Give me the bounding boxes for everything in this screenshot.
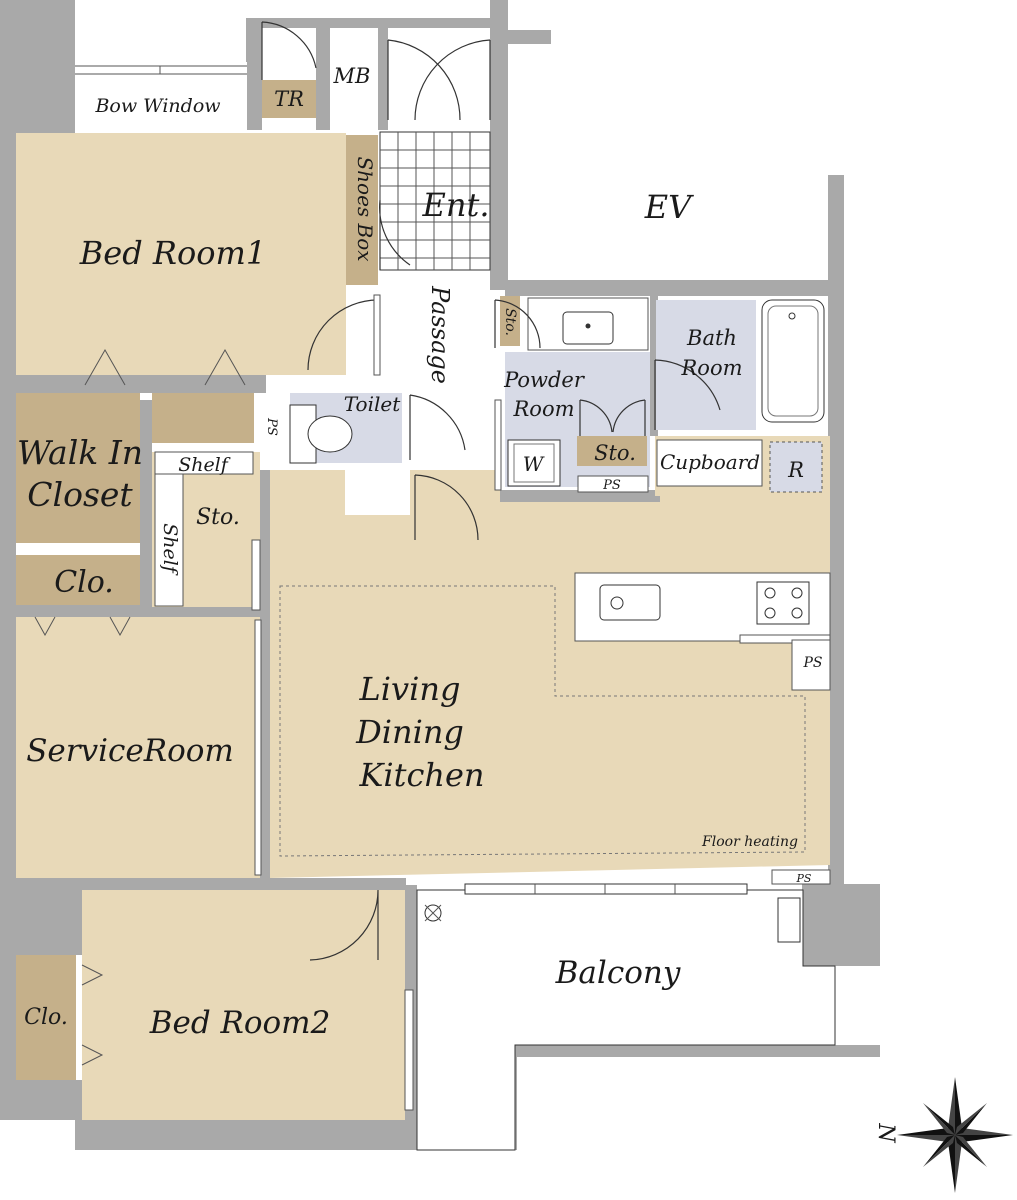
service-room-label: ServiceRoom: [26, 733, 234, 769]
powder-room-label-1: Powder: [503, 368, 586, 392]
floor-heating-zone: [279, 585, 806, 857]
entrance-label: Ent.: [422, 186, 490, 224]
compass: N: [873, 1077, 1013, 1193]
washer-label: W: [523, 452, 545, 476]
bow-window: [75, 62, 247, 130]
shelf-side-label: Shelf: [159, 523, 181, 576]
north-label: N: [873, 1122, 898, 1143]
entrance-tiles: [379, 131, 491, 271]
balcony-area: [416, 883, 836, 1151]
bath-room-label-1: Bath: [686, 326, 737, 350]
ps-kitchen-label: PS: [802, 655, 822, 671]
mb-label: MB: [333, 64, 371, 88]
compass-rose-icon: [897, 1077, 1013, 1193]
kitchen-counter: [574, 572, 831, 885]
passage-label: Passage: [426, 285, 454, 384]
ldk-label-1: Living: [359, 670, 461, 708]
balcony-fixture-icon: [424, 904, 442, 922]
fixtures: [289, 297, 825, 493]
sto-powder-label: Sto.: [594, 441, 636, 465]
bow-window-label: Bow Window: [94, 95, 220, 117]
clo-bottom-label: Clo.: [24, 1005, 68, 1030]
shelf-top-label: Shelf: [178, 454, 231, 476]
balcony-label: Balcony: [555, 955, 681, 991]
tr-label: TR: [274, 87, 304, 111]
powder-room-label-2: Room: [512, 397, 574, 421]
clo-mid-label: Clo.: [54, 565, 114, 600]
sto-small-label: Sto.: [502, 308, 518, 336]
ldk-label-2: Dining: [355, 713, 464, 751]
ldk-label-3: Kitchen: [358, 756, 484, 794]
cupboard-label: Cupboard: [660, 450, 760, 474]
ps-powder-label: PS: [602, 478, 621, 493]
floor-heating-label: Floor heating: [701, 834, 798, 850]
shoes-box-label: Shoes Box: [353, 156, 377, 261]
sto-mid-label: Sto.: [196, 505, 240, 530]
bedroom2-label: Bed Room2: [149, 1005, 331, 1041]
ps-balcony-label: PS: [796, 872, 812, 885]
doors: [34, 21, 721, 1111]
ps-toilet-label: PS: [264, 417, 279, 436]
toilet-label: Toilet: [344, 392, 401, 416]
room-labels: Bow Window TR MB Shoes Box Ent. EV Bed R…: [17, 64, 823, 1041]
bedroom1-label: Bed Room1: [79, 234, 266, 272]
refrigerator-label: R: [787, 458, 804, 482]
ev-label: EV: [644, 188, 694, 226]
walkin-closet-label-1: Walk In: [17, 433, 143, 472]
bath-room-label-2: Room: [680, 356, 742, 380]
walkin-closet-label-2: Closet: [27, 475, 133, 514]
